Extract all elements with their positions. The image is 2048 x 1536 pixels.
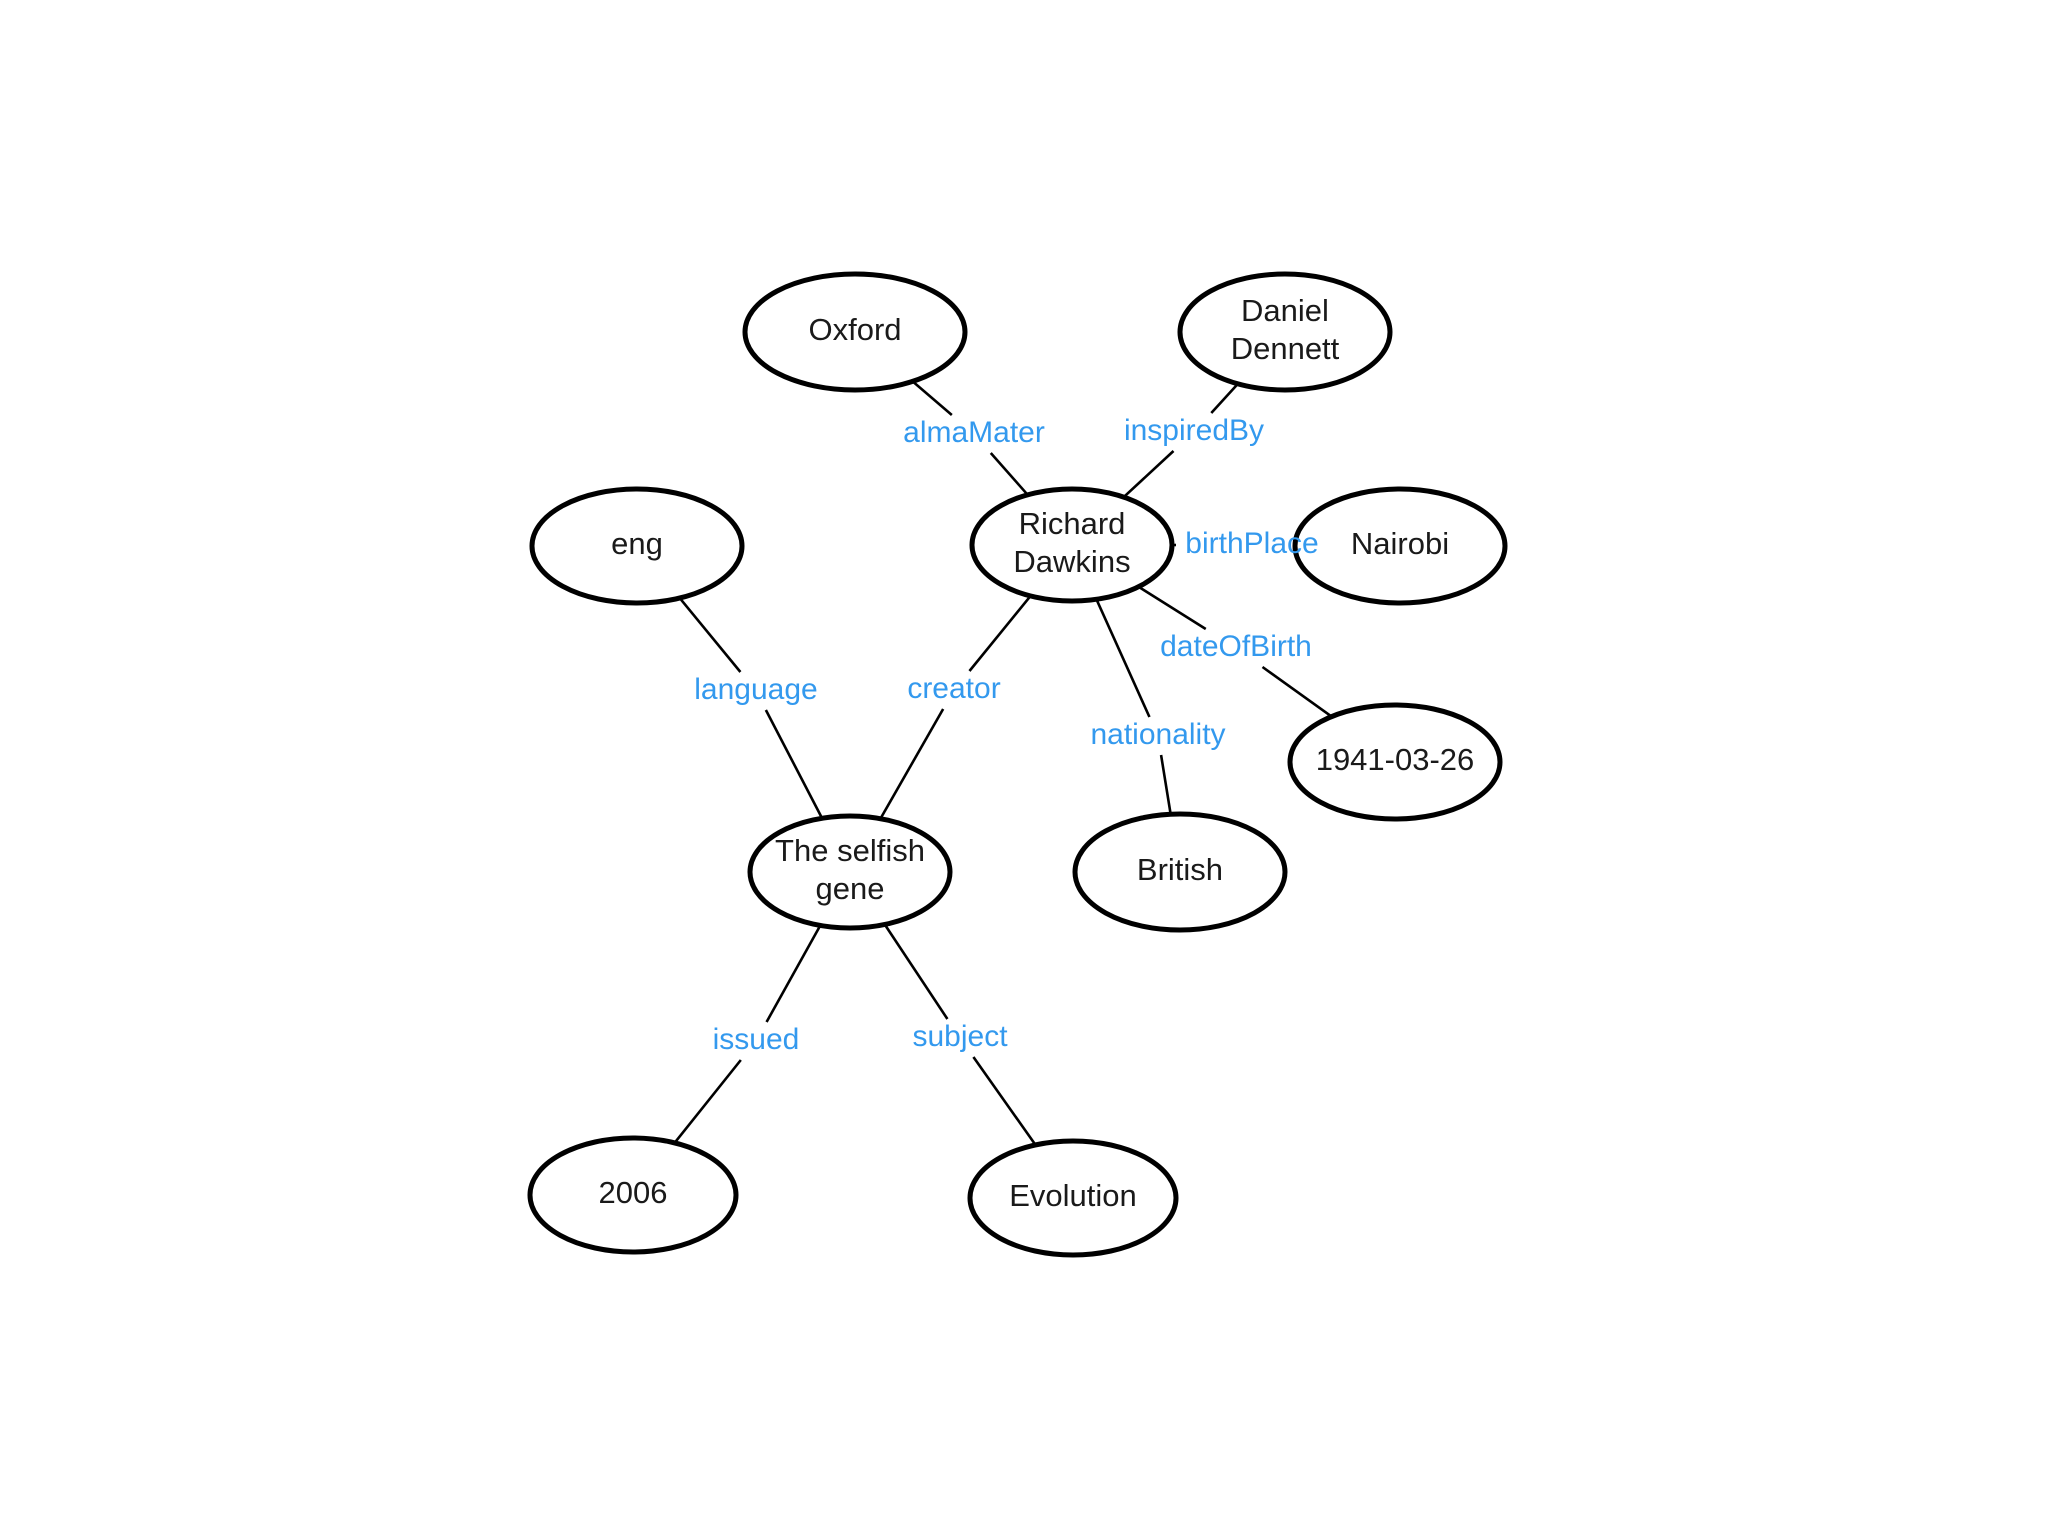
edge-label-nationality: nationality <box>1090 718 1225 751</box>
node-label-nairobi: Nairobi <box>1351 526 1449 561</box>
edge-label-almamater: almaMater <box>903 416 1045 449</box>
node-nairobi[interactable]: Nairobi <box>1292 486 1508 606</box>
node-label-dob: 1941-03-26 <box>1316 742 1475 777</box>
node-label-dawkins: Richard <box>1019 506 1126 541</box>
node-evolution[interactable]: Evolution <box>967 1138 1179 1258</box>
edge-label-creator: creator <box>907 672 1000 705</box>
node-year2006[interactable]: 2006 <box>527 1135 739 1255</box>
node-dob[interactable]: 1941-03-26 <box>1287 702 1503 822</box>
edge-label-language: language <box>694 673 817 706</box>
edge-label-subject: subject <box>912 1020 1008 1053</box>
edge-line-creator <box>968 595 1032 672</box>
edges-layer <box>673 380 1333 1146</box>
edge-line-inspiredby <box>1210 382 1239 414</box>
edge-line-subject <box>972 1056 1037 1146</box>
edge-label-dateofbirth: dateOfBirth <box>1160 630 1312 663</box>
node-label-dennett: Dennett <box>1231 331 1340 366</box>
node-label-dennett: Daniel <box>1241 293 1329 328</box>
edge-line-nationality <box>1159 754 1172 815</box>
edge-label-inspiredby: inspiredBy <box>1124 414 1264 447</box>
node-label-eng: eng <box>611 526 663 561</box>
node-label-year2006: 2006 <box>599 1175 668 1210</box>
edge-label-issued: issued <box>713 1023 800 1056</box>
edge-line-subject <box>883 923 949 1020</box>
node-ellipse-selfishgene <box>747 813 953 931</box>
edge-labels-layer: almaMater inspiredBy birthPlace dateOfBirth… <box>694 414 1318 1056</box>
node-british[interactable]: British <box>1072 811 1288 933</box>
node-ellipse-evolution <box>967 1138 1179 1258</box>
edge-line-creator <box>879 708 945 820</box>
node-ellipse-british <box>1072 811 1288 933</box>
edge-line-issued <box>765 924 822 1023</box>
node-ellipse-oxford <box>742 271 968 393</box>
node-label-selfishgene: The selfish <box>775 833 925 868</box>
node-label-dawkins: Dawkins <box>1013 544 1130 579</box>
node-ellipse-eng <box>529 486 745 606</box>
edge-line-dateofbirth <box>1137 585 1207 631</box>
node-label-oxford: Oxford <box>808 312 901 347</box>
node-label-selfishgene: gene <box>816 871 885 906</box>
edge-line-nationality <box>1095 598 1151 718</box>
node-ellipse-nairobi <box>1292 486 1508 606</box>
node-ellipse-dob <box>1287 702 1503 822</box>
node-oxford[interactable]: Oxford <box>742 271 968 393</box>
edge-line-language <box>678 597 742 673</box>
edge-line-almamater <box>911 380 953 416</box>
edge-line-language <box>764 709 824 819</box>
edge-line-inspiredby <box>1122 450 1175 499</box>
node-eng[interactable]: eng <box>529 486 745 606</box>
edge-line-issued <box>673 1059 742 1144</box>
node-label-evolution: Evolution <box>1009 1178 1137 1213</box>
node-label-british: British <box>1137 852 1223 887</box>
edge-line-dateofbirth <box>1261 665 1333 718</box>
edge-line-almamater <box>989 452 1029 496</box>
node-ellipse-dawkins <box>969 486 1175 604</box>
edge-label-birthplace: birthPlace <box>1185 527 1318 560</box>
node-ellipse-dennett <box>1177 271 1393 393</box>
node-ellipse-year2006 <box>527 1135 739 1255</box>
